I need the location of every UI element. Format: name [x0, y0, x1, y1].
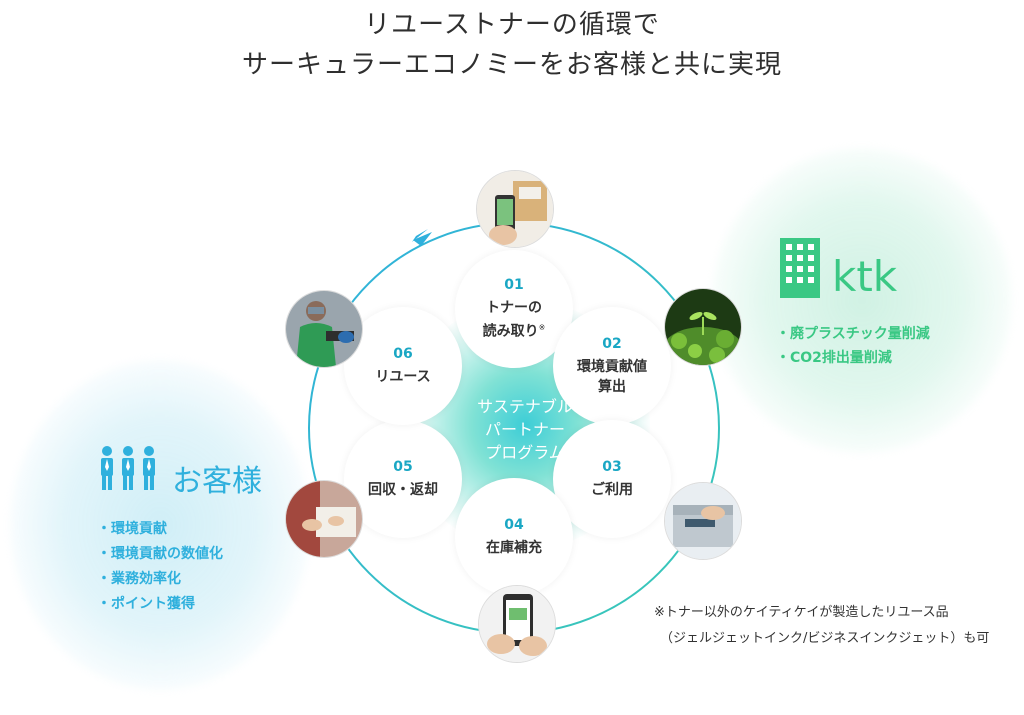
list-item: ・CO2排出量削減 — [776, 350, 892, 366]
list-item: ・廃プラスチック量削減 — [776, 326, 930, 342]
building-icon — [780, 238, 820, 298]
list-item: ・環境貢献の数値化 — [97, 546, 223, 562]
ktk-name: ktk — [832, 252, 898, 301]
center-label-line: サステナブル — [477, 397, 573, 416]
photo-box-handover — [285, 480, 363, 558]
customer-name: お客様 — [172, 464, 262, 499]
stage-label: 在庫補充 — [486, 539, 542, 556]
title-line-2: サーキュラーエコノミーをお客様と共に実現 — [241, 50, 782, 80]
stage-label-line2: 算出 — [598, 378, 626, 395]
list-item: ・業務効率化 — [97, 571, 181, 587]
cycle-arrow-icon — [413, 232, 432, 246]
stage-number: 02 — [602, 335, 622, 352]
people-icon — [101, 446, 155, 490]
center-label-line: パートナー — [484, 420, 565, 439]
stage-label-line1: トナーの — [485, 299, 542, 316]
photo-worker-reuse — [285, 290, 363, 368]
photo-seedling — [664, 288, 742, 366]
stage-number: 06 — [393, 345, 413, 362]
photo-phone-app — [478, 585, 556, 663]
footnote-line-2: （ジェルジェットインク/ビジネスインクジェット）も可 — [660, 631, 990, 646]
photo-phone-scan-box — [476, 170, 554, 248]
footnote-line-1: ※トナー以外のケイティケイが製造したリユース品 — [654, 605, 949, 620]
stage-label-line2: 読み取り — [482, 323, 539, 340]
stage-label: ご利用 — [591, 481, 633, 498]
stage-label: リユース — [375, 368, 431, 385]
stage-02: 02 環境貢献値 算出 — [553, 307, 671, 425]
stage-number: 05 — [393, 458, 413, 475]
customer-benefit-list: ・環境貢献 ・環境貢献の数値化 ・業務効率化 ・ポイント獲得 — [97, 517, 223, 617]
stage-03: 03 ご利用 — [553, 420, 671, 538]
center-label-line: プログラム — [485, 443, 565, 462]
stage-01: 01 トナーの 読み取り※ — [455, 250, 573, 368]
stage-label-line1: 環境貢献値 — [577, 358, 647, 375]
ktk-background-blob — [712, 148, 1012, 453]
stage-06: 06 リユース — [344, 307, 462, 425]
stage-04: 04 在庫補充 — [455, 478, 573, 596]
stage-number: 04 — [504, 516, 524, 533]
stage-label: 回収・返却 — [368, 481, 438, 498]
customer-background-blob — [10, 360, 310, 690]
stage-number: 03 — [602, 458, 622, 475]
stage-label: トナーの 読み取り※ — [483, 298, 546, 342]
center-program-label: サステナブル パートナー プログラム — [440, 395, 610, 464]
list-item: ・ポイント獲得 — [97, 596, 195, 612]
ktk-benefit-list: ・廃プラスチック量削減 ・CO2排出量削減 — [776, 322, 930, 370]
title-line-1: リユーストナーの循環で — [364, 10, 660, 40]
list-item: ・環境貢献 — [97, 521, 167, 537]
stage-number: 01 — [504, 276, 524, 293]
stage-label: 環境貢献値 算出 — [577, 357, 647, 397]
stage-05: 05 回収・返却 — [344, 420, 462, 538]
photo-printer-toner — [664, 482, 742, 560]
footnote-mark: ※ — [538, 322, 546, 332]
